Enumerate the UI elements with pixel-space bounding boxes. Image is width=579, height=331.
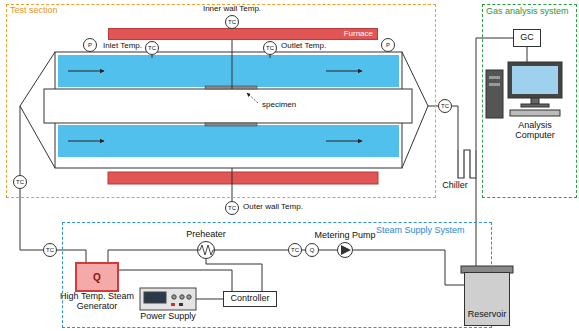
thermocouple: TC [225,15,239,29]
pump-symbol [337,242,353,258]
node-text: TC [441,103,449,109]
pipes [20,38,527,272]
node-text: TC [266,45,274,51]
part-label: specimen [262,101,296,110]
pipe-connector [20,189,43,250]
node-text: TC [46,247,54,253]
preheater-symbol [197,241,215,259]
flow-arrows [68,71,362,141]
sensor-label: Outlet Temp. [281,42,326,51]
pressure-gauge: P [381,38,395,52]
node-text: Q [93,272,101,283]
thermocouple: TC [13,175,27,189]
system-region: Steam Supply SystemQHigh Temp. Steam Gen… [62,222,492,328]
node-text: TC [148,45,156,51]
thermocouple: TC [288,243,302,257]
sensor-stems [90,29,270,201]
node-text: High Temp. Steam Generator [60,292,134,312]
node-text: Reservoir [465,310,509,320]
node-text: TC [291,247,299,253]
sensor-label: Outer wall Temp. [243,203,303,212]
reservoir-tank: Reservoir [464,272,510,326]
metering-pump: Metering Pump [337,242,353,258]
region-heading: Gas analysis system [486,7,569,17]
pipe-connector [119,270,232,291]
inlet-cone [20,52,55,168]
analysis-computer [486,62,562,118]
node-text: TC [228,19,236,25]
thermocouple: TC [263,41,277,55]
node-text: Preheater [186,230,226,240]
part-label: Analysis Computer [504,121,566,141]
section-region: Test sectionFurnaceP TC TC TC P TC [6,4,436,198]
pipe-connector [215,250,288,251]
node-text: Power Supply [140,312,196,322]
thermocouple: TC [43,243,57,257]
chiller-coil [458,150,476,178]
pipe-connector [196,298,223,299]
reactor-tube [20,52,428,184]
flow-meter: Q [305,243,319,257]
system-region: Gas analysis systemGC [482,4,577,198]
region-heading: Test section [10,6,58,16]
steam-annulus [58,125,399,157]
pressure-gauge: P [83,38,97,52]
pipe-connector [319,250,337,251]
pipe-connector [108,250,197,262]
node-text: TC [16,179,24,185]
preheater: Preheater [197,241,215,259]
outlet-cone [402,52,428,168]
node-text: GC [520,33,534,43]
furnace-bar: Furnace [108,28,378,40]
region-heading: Steam Supply System [376,226,465,236]
node-text: Q [310,247,315,253]
steam-annulus [58,55,399,87]
thermocouple: TC [145,41,159,55]
controller-box: Controller [223,291,276,307]
pipe-connector [353,250,464,285]
node-text: P [88,42,92,48]
power-supply: Power Supply [140,288,196,310]
sensor-label: Inlet Temp. [103,42,142,51]
part-label: Chiller [442,181,468,191]
node-text: Controller [230,294,269,304]
specimen-leader [247,93,258,103]
inner-tube [44,89,412,123]
pipe-connector [206,259,262,291]
gc-box: GC [513,29,541,47]
power-supply-icon [140,288,196,310]
node-text: TC [228,205,236,211]
specimen-part [205,86,257,126]
thermocouple: TC [438,99,452,113]
steam-generator: QHigh Temp. Steam Generator [75,262,119,292]
furnace-bar [108,172,378,184]
node-text: Metering Pump [314,231,375,241]
node-text: P [386,42,390,48]
sensor-label: Inner wall Temp. [203,5,261,14]
thermocouple: TC [225,201,239,215]
node-text: Furnace [344,30,373,39]
